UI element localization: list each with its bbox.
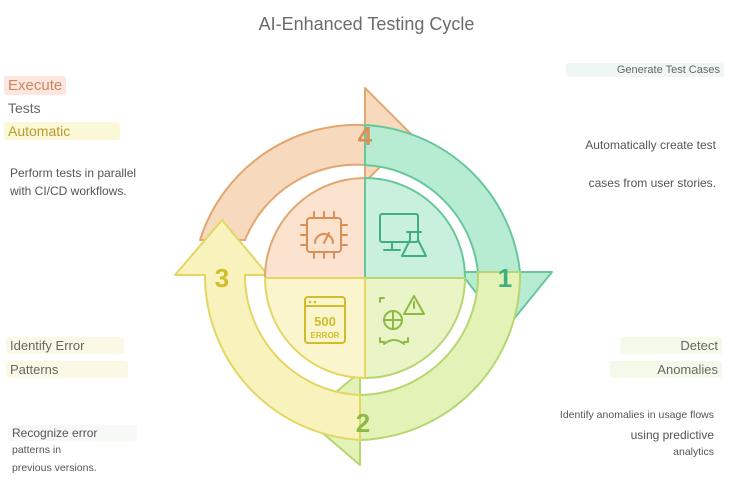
step-2-heading-line2: Anomalies [610,361,722,378]
step-2-heading-line1: Detect [620,337,722,354]
step-1-heading: Generate Test Cases [566,63,724,77]
step-number-1: 1 [498,263,512,293]
inner-quadrant-1 [364,176,467,279]
step-2-desc-line1: Identify anomalies in usage flows [559,409,714,421]
inner-quadrant-2 [364,277,467,380]
page-title: AI-Enhanced Testing Cycle [258,14,475,34]
step-3-desc-line2: patterns in [12,444,62,456]
step-4-heading-line2: Tests [8,100,41,116]
step-3-desc-line1: Recognize error [8,425,138,441]
cpu-gauge-icon [300,211,348,259]
step-3-desc-line3: previous versions. [12,462,97,474]
magnifier-warning-icon [379,295,425,345]
step-1-desc-line2: cases from user stories. [588,176,716,190]
step-1-desc-line1: Automatically create test [585,138,716,152]
inner-quadrant-3 [263,277,366,380]
step-number-4: 4 [358,121,373,151]
error-500-icon: 500 ERROR [304,296,346,344]
step-3-heading-line1: Identify Error [6,337,125,354]
step-2-desc-line2: using predictive [630,428,714,442]
step-3-heading-line2: Patterns [6,361,129,378]
step-4-label: Execute Tests Automatic [4,76,121,141]
monitor-flask-icon [379,213,427,257]
ring-segment-3 [174,219,361,441]
step-4-desc-line1: Perform tests in parallel [10,166,137,180]
error-word-label: ERROR [311,331,340,340]
step-4-heading-line1: Execute [4,76,67,95]
step-number-2: 2 [356,408,370,438]
error-500-label: 500 [314,314,336,329]
step-number-3: 3 [215,263,229,293]
ring-segment-4 [199,87,413,241]
inner-quadrant-4 [263,176,366,279]
step-2-desc-line3: analytics [673,446,714,458]
step-4-desc-line2: with CI/CD workflows. [10,184,127,198]
step-4-heading-line3: Automatic [4,122,121,140]
